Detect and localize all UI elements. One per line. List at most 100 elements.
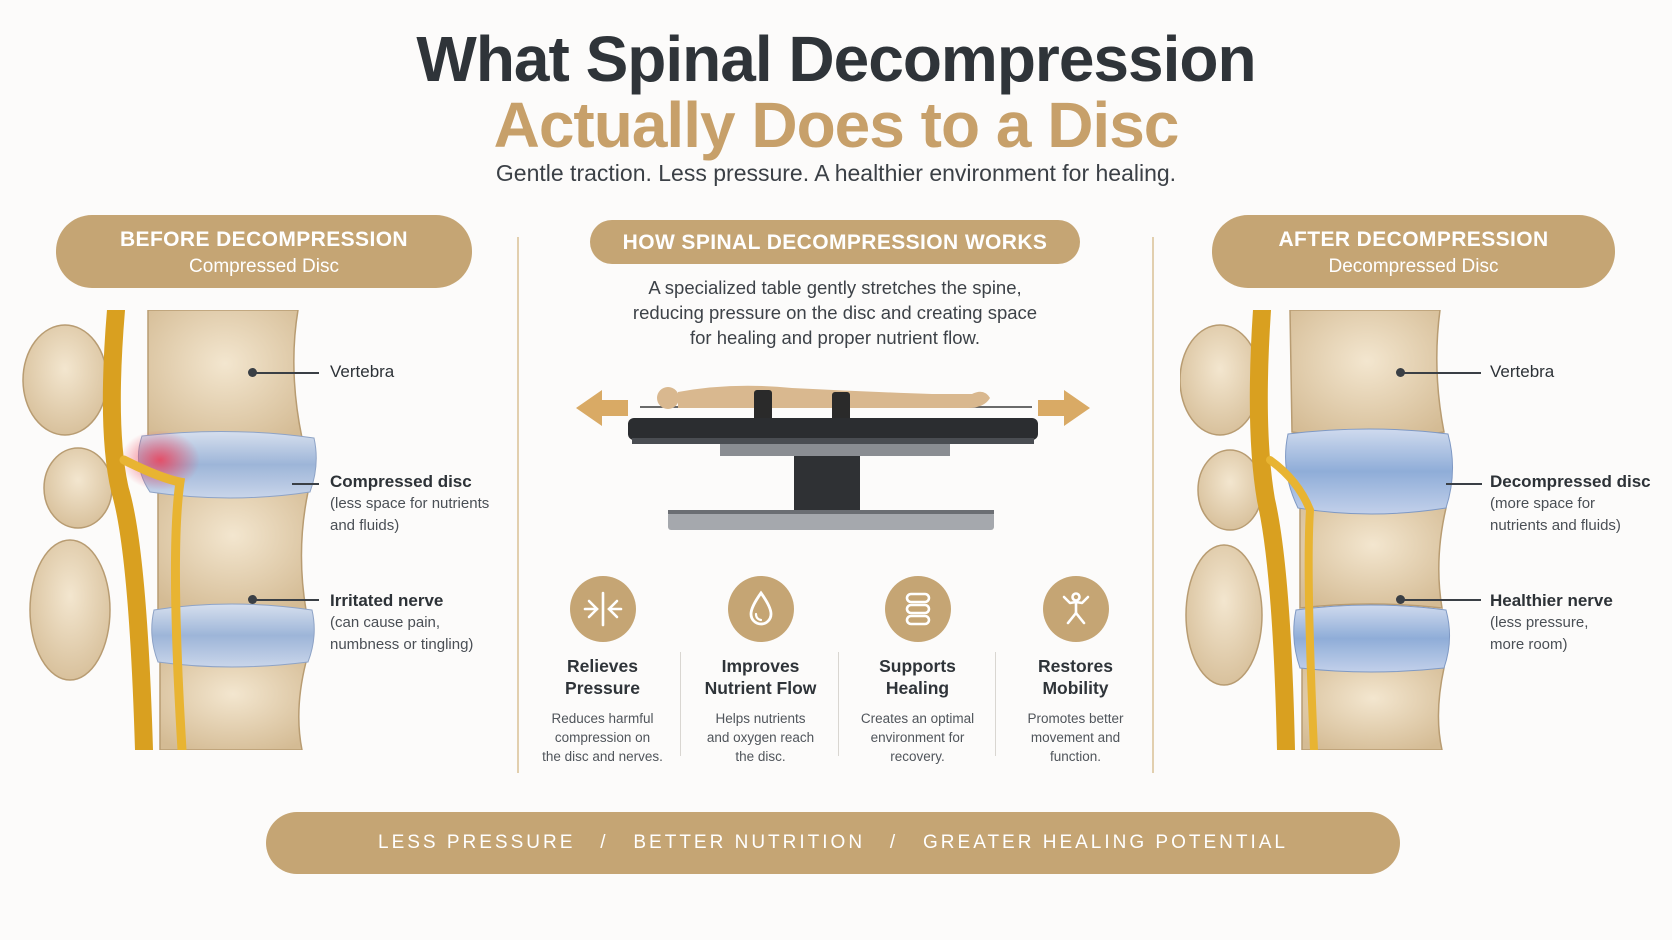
feature-title-line: Nutrient Flow xyxy=(704,678,817,698)
lead-line: A specialized table gently stretches the… xyxy=(648,277,1022,298)
nerve-leader-line xyxy=(253,599,319,601)
after-spine-illustration xyxy=(1180,310,1454,750)
vertebra-body xyxy=(1299,502,1447,609)
middle-heading: HOW SPINAL DECOMPRESSION WORKS xyxy=(622,231,1048,254)
feature-desc: Promotes better movement and function. xyxy=(993,709,1158,766)
feature-desc-line: Reduces harmful xyxy=(551,711,654,726)
benefit-greater-healing: GREATER HEALING POTENTIAL xyxy=(923,832,1288,853)
label-desc: numbness or tingling) xyxy=(330,636,474,653)
feature-title: Improves Nutrient Flow xyxy=(678,655,843,699)
feature-desc-line: Creates an optimal xyxy=(860,711,975,726)
feature-desc-line: Helps nutrients xyxy=(715,711,806,726)
label-title: Vertebra xyxy=(1490,362,1555,381)
feature-supports-healing: Supports Healing Creates an optimal envi… xyxy=(835,576,1000,766)
before-header-pill: BEFORE DECOMPRESSION Compressed Disc xyxy=(56,215,472,288)
table-top xyxy=(628,418,1038,440)
after-subheading: Decompressed Disc xyxy=(1328,256,1499,277)
feature-relieves-pressure: Relieves Pressure Reduces harmful compre… xyxy=(520,576,685,766)
feature-desc-line: function. xyxy=(1049,749,1102,764)
before-spine-illustration xyxy=(22,310,317,750)
table-top-edge xyxy=(632,438,1034,444)
label-desc: more room) xyxy=(1490,636,1568,653)
disc-leader-line xyxy=(1446,483,1482,485)
banner-separator xyxy=(609,832,634,854)
banner-separator xyxy=(575,832,600,854)
feature-title-line: Healing xyxy=(885,678,950,698)
feature-separator xyxy=(838,652,839,756)
stacked-discs-icon xyxy=(884,576,951,642)
patient-silhouette xyxy=(657,385,990,409)
feature-title: Relieves Pressure xyxy=(520,655,685,699)
lead-line: reducing pressure on the disc and creati… xyxy=(632,302,1038,323)
water-drop-icon xyxy=(727,576,794,642)
feature-title-line: Relieves xyxy=(566,656,639,676)
before-disc-label: Compressed disc (less space for nutrient… xyxy=(330,471,489,537)
before-vertebra-label: Vertebra xyxy=(330,361,394,383)
irritated-nerve-root xyxy=(119,455,187,750)
feature-restores-mobility: Restores Mobility Promotes better moveme… xyxy=(993,576,1158,766)
facet-process xyxy=(29,539,111,681)
nerve-pointer-dot xyxy=(248,595,257,604)
feature-separator xyxy=(680,652,681,756)
feature-title-line: Pressure xyxy=(565,678,640,698)
traction-table-illustration xyxy=(576,385,1090,530)
right-arrow-icon xyxy=(1038,390,1090,426)
feature-nutrient-flow: Improves Nutrient Flow Helps nutrients a… xyxy=(678,576,843,766)
before-heading: BEFORE DECOMPRESSION xyxy=(119,228,409,251)
banner-separator xyxy=(898,832,923,854)
feature-desc-line: recovery. xyxy=(890,749,945,764)
feature-title-line: Supports xyxy=(879,656,956,676)
table-frame xyxy=(720,444,950,456)
feature-desc-line: movement and xyxy=(1030,730,1121,745)
feature-title-line: Restores xyxy=(1038,656,1113,676)
page-title-line2: Actually Does to a Disc xyxy=(493,89,1180,161)
after-nerve-label: Healthier nerve (less pressure, more roo… xyxy=(1490,590,1613,656)
label-desc: (can cause pain, xyxy=(330,614,441,631)
feature-separator xyxy=(995,652,996,756)
facet-process xyxy=(1185,544,1263,686)
label-title: Compressed disc xyxy=(330,472,472,491)
lower-disc xyxy=(1293,604,1450,673)
benefit-less-pressure: LESS PRESSURE xyxy=(378,832,576,853)
lower-disc xyxy=(151,603,315,668)
spinal-nerve xyxy=(102,310,153,750)
active-person-icon xyxy=(1042,576,1109,642)
vertebra-leader-line xyxy=(253,372,319,374)
label-desc: (less space for nutrients xyxy=(330,495,490,512)
benefits-banner: LESS PRESSURE / BETTER NUTRITION / GREAT… xyxy=(266,812,1400,874)
after-disc-label: Decompressed disc (more space for nutrie… xyxy=(1490,471,1651,537)
page-title-line1: What Spinal Decompression xyxy=(416,23,1256,95)
nerve-leader-line xyxy=(1401,599,1481,601)
left-arrow-icon xyxy=(576,390,628,426)
table-pedestal xyxy=(794,456,860,516)
vertebra-pointer-dot xyxy=(248,368,257,377)
vertebra-leader-line xyxy=(1401,372,1481,374)
feature-desc-line: the disc. xyxy=(735,749,786,764)
label-title: Irritated nerve xyxy=(330,591,444,610)
label-title: Vertebra xyxy=(330,362,395,381)
middle-lead-text: A specialized table gently stretches the… xyxy=(560,275,1110,350)
after-header-pill: AFTER DECOMPRESSION Decompressed Disc xyxy=(1212,215,1615,288)
vertebra-pointer-dot xyxy=(1396,368,1405,377)
healthy-spinal-nerve xyxy=(1249,310,1295,750)
feature-desc-line: compression on xyxy=(554,730,651,745)
label-desc: and fluids) xyxy=(330,517,400,534)
feature-title-line: Mobility xyxy=(1042,678,1109,698)
middle-header-pill: HOW SPINAL DECOMPRESSION WORKS xyxy=(590,220,1080,264)
feature-desc-line: the disc and nerves. xyxy=(542,749,663,764)
healthy-nerve-root xyxy=(1266,456,1318,750)
banner-separator: / xyxy=(600,832,609,853)
feature-title-line: Improves xyxy=(721,656,800,676)
feature-desc-line: Promotes better xyxy=(1027,711,1124,726)
inflammation-glow xyxy=(120,430,200,490)
feature-desc-line: and oxygen reach xyxy=(706,730,815,745)
label-desc: (more space for xyxy=(1490,495,1596,512)
feature-title: Restores Mobility xyxy=(993,655,1158,699)
after-heading: AFTER DECOMPRESSION xyxy=(1278,228,1549,251)
label-title: Healthier nerve xyxy=(1490,591,1613,610)
after-vertebra-label: Vertebra xyxy=(1490,361,1554,383)
banner-separator xyxy=(865,832,890,854)
disc-leader-line xyxy=(292,483,319,485)
left-divider xyxy=(517,237,519,773)
right-divider xyxy=(1152,237,1154,773)
